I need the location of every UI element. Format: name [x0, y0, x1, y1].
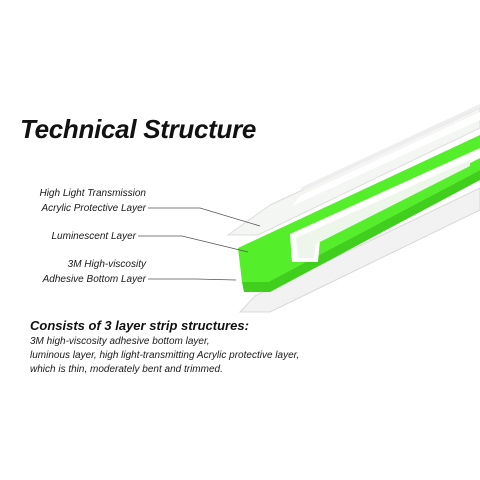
label-adhesive-line2: Adhesive Bottom Layer — [42, 274, 146, 285]
description-heading: Consists of 3 layer strip structures: — [30, 318, 249, 333]
leader-line-adhesive — [148, 278, 237, 281]
description-line: 3M high-viscosity adhesive bottom layer, — [30, 336, 210, 347]
description-line: which is thin, moderately bent and trimm… — [30, 364, 223, 375]
label-acrylic-layer: High Light Transmission Acrylic Protecti… — [30, 186, 146, 216]
leader-line-luminescent — [138, 235, 249, 253]
luminescent-window-inner — [296, 160, 470, 258]
adhesive-layer-shape — [238, 187, 480, 313]
page-title: Technical Structure — [20, 114, 257, 144]
label-acrylic-line1: High Light Transmission — [39, 188, 146, 199]
label-luminescent-line1: Luminescent Layer — [51, 231, 137, 242]
label-luminescent-layer: Luminescent Layer — [30, 229, 137, 244]
acrylic-layer-top — [292, 112, 480, 206]
description-block: Consists of 3 layer strip structures: 3M… — [30, 318, 350, 377]
label-adhesive-line1: 3M High-viscosity — [67, 259, 146, 270]
leader-line-acrylic — [148, 207, 261, 227]
background-strip — [300, 104, 480, 190]
label-adhesive-layer: 3M High-viscosity Adhesive Bottom Layer — [30, 257, 146, 287]
description-line: luminous layer, high light-transmitting … — [30, 350, 300, 361]
label-acrylic-line2: Acrylic Protective Layer — [41, 203, 146, 214]
